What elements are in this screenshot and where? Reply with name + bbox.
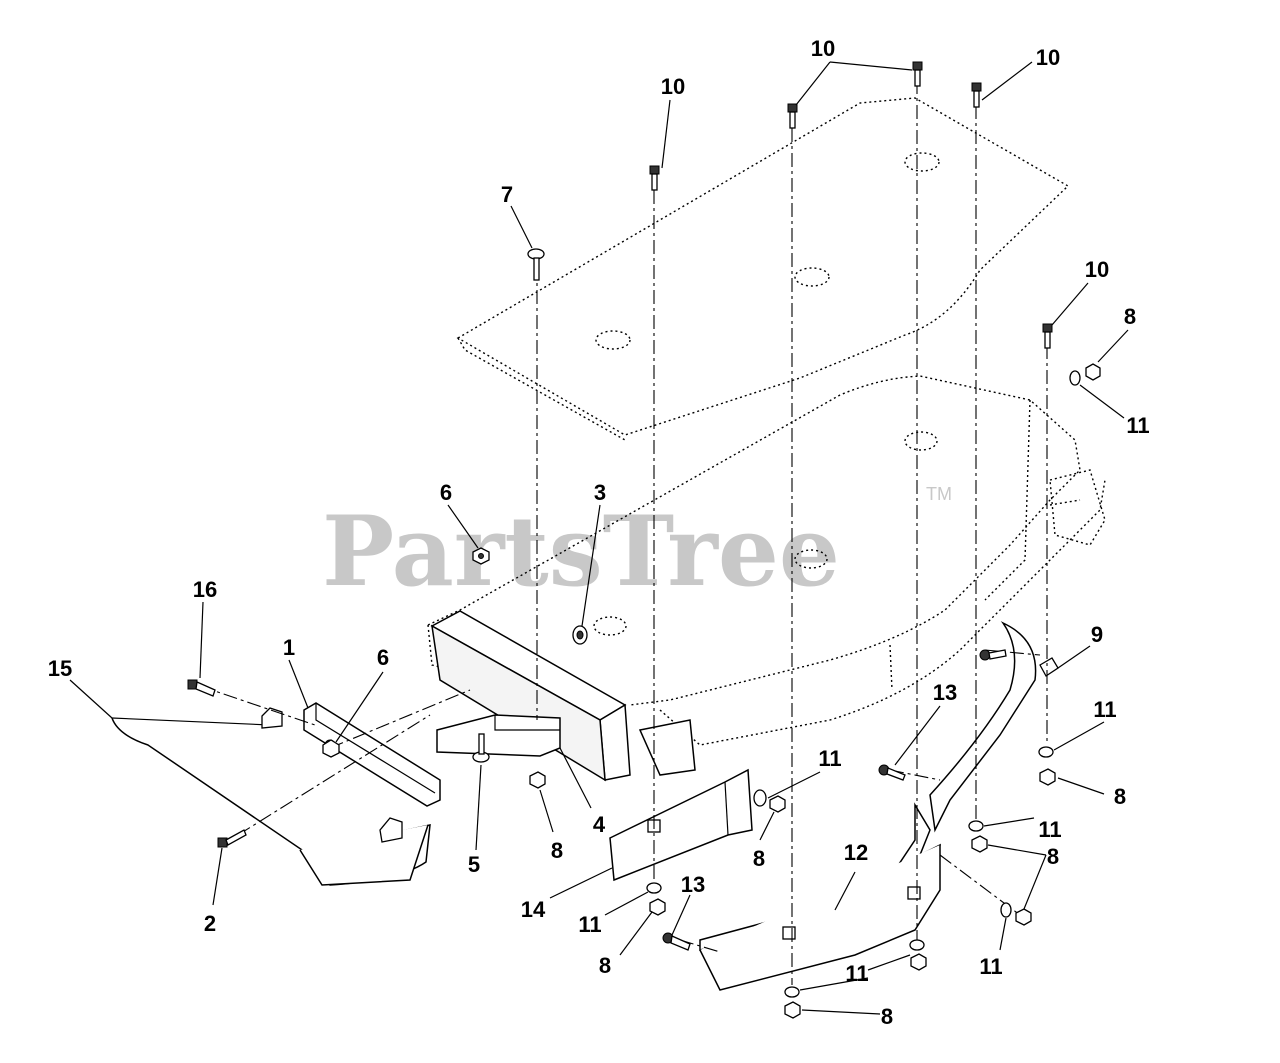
part-12-curved-baffle [699,802,942,991]
callout-1: 1 [283,635,295,660]
callout-11: 11 [1038,817,1061,842]
nut-6-a [472,547,490,565]
nut-8-c [769,795,786,813]
callout-8: 8 [599,953,611,978]
callout-7: 7 [501,182,513,207]
washer-11-d [968,820,984,832]
watermark-trademark: TM [926,484,952,504]
callout-11: 11 [818,746,841,771]
bolt-10-c [912,61,923,87]
hardware-nuts-washers [322,363,1101,1019]
bolt-13-b [662,932,691,951]
bolt-16 [187,679,216,697]
callout-8: 8 [881,1004,893,1029]
carriage-bolt-7 [527,248,545,281]
callout-11: 11 [979,954,1002,979]
nut-8-g [1015,908,1032,926]
callout-12: 12 [844,840,868,865]
spacer-3 [572,625,588,645]
callout-10: 10 [1036,45,1060,70]
watermark: PartsTree TM [322,484,952,608]
mower-deck-housing [427,375,1106,746]
washer-11-f [1000,902,1012,918]
bolt-10-e [1042,323,1053,349]
callout-11: 11 [1126,413,1149,438]
nut-8-a [1085,363,1101,381]
washer-11-c [1038,746,1054,758]
callout-13: 13 [681,872,705,897]
bolt-13-a [878,764,906,781]
washer-11-e [646,882,662,894]
callout-10: 10 [811,36,835,61]
bolt-10-a [649,165,660,191]
bolt-10-b [787,103,798,129]
callout-10: 10 [661,74,685,99]
washer-11-b [753,789,767,807]
watermark-text: PartsTree [322,495,840,608]
part-14-side-baffle [609,768,753,882]
nut-8-f [649,898,666,916]
callout-8: 8 [551,838,563,863]
washer-11-g [909,939,925,951]
callout-2: 2 [204,911,216,936]
callout-10: 10 [1085,257,1109,282]
part-1-hinge-bracket [303,702,441,807]
callout-13: 13 [933,680,957,705]
callout-5: 5 [468,852,480,877]
callout-8: 8 [1124,304,1136,329]
assembly-axes [199,80,1048,985]
callout-6: 6 [440,480,452,505]
callout-9: 9 [1091,622,1103,647]
callout-4: 4 [593,812,606,837]
nut-8-i [784,1001,801,1019]
nut-8-d [1039,768,1056,786]
callout-11: 11 [1093,697,1116,722]
callout-3: 3 [594,480,606,505]
leader-lines [69,61,1129,1015]
callout-11: 11 [845,961,868,986]
hardware-bolts [187,61,1053,951]
callout-6: 6 [377,645,389,670]
callout-14: 14 [521,897,546,922]
callout-15: 15 [48,656,72,681]
nut-6-b [322,739,340,758]
carriage-bolt-5 [472,733,490,763]
part-15-discharge-chute [111,707,431,886]
part-4-bracket [436,714,561,757]
top-deck-plate [456,97,1070,441]
washer-11-a [1069,370,1081,386]
bolt-9 [979,649,1007,661]
callout-16: 16 [193,577,217,602]
bolt-2 [217,829,247,848]
nut-8-h [910,953,927,971]
callout-8: 8 [1047,844,1059,869]
washer-11-h [784,986,800,998]
bolt-10-d [971,82,982,108]
callout-labels: 10 10 10 10 7 8 11 6 3 16 1 6 15 9 13 11… [48,36,1150,1029]
nut-8-e [971,835,988,853]
nut-8-b [529,771,546,789]
callout-8: 8 [753,846,765,871]
callout-8: 8 [1114,784,1126,809]
callout-11: 11 [578,912,601,937]
